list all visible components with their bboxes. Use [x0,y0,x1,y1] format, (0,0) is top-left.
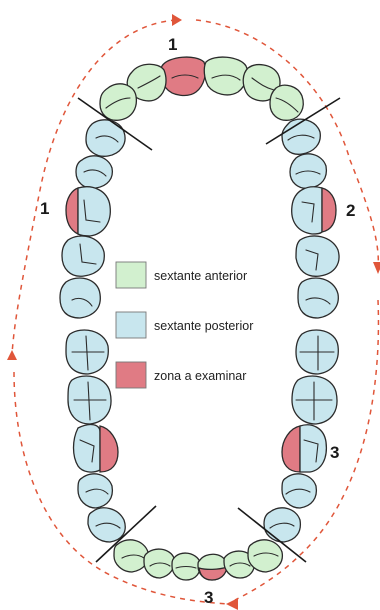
tooth-upper-central-left [160,57,206,95]
tooth-lower-canine-left [114,540,148,572]
label-left: 1 [40,199,49,218]
tooth-lower-right-molar-1-exam [282,426,300,472]
arrowhead-right [373,262,380,274]
tooth-lower-right-premolar-1 [264,508,300,542]
tooth-lower-right-premolar-2 [282,474,316,508]
legend-swatch-exam [116,362,146,388]
arrowhead-top [172,14,182,26]
tooth-upper-right-molar-1 [292,187,322,234]
tooth-upper-left-molar-1-exam [66,188,78,234]
tooth-upper-central-right [204,57,247,95]
tooth-upper-left-molar-2 [62,236,104,276]
legend-label-anterior: sextante anterior [154,269,247,283]
tooth-lower-left-premolar-2 [78,474,112,508]
tooth-lower-left-premolar-1 [88,508,125,542]
label-right: 2 [346,201,355,220]
label-bottom: 3 [204,588,213,607]
legend-swatch-posterior [116,312,146,338]
tooth-lower-left-molar-1 [74,425,101,473]
tooth-lower-right-molar-1 [300,425,326,472]
tooth-upper-left-premolar-1 [86,120,125,156]
label-top: 1 [168,35,177,54]
tooth-upper-right-molar-1-exam [322,188,336,232]
tooth-upper-canine-left [100,84,136,120]
tooth-upper-left-molar-1 [78,187,110,236]
legend-swatch-anterior [116,262,146,288]
legend-label-exam: zona a examinar [154,369,246,383]
tooth-upper-right-premolar-1 [282,119,320,154]
arrowhead-bottom [226,598,238,610]
tooth-lower-central-right-exam [199,567,227,580]
tooth-lower-left-molar-1-exam [100,426,118,472]
tooth-upper-left-premolar-2 [76,156,112,188]
lower-arch [66,330,338,580]
legend-label-posterior: sextante posterior [154,319,253,333]
legend: sextante anterior sextante posterior zon… [116,262,253,388]
arrowhead-left [7,350,17,360]
label-lower-right: 3 [330,443,339,462]
